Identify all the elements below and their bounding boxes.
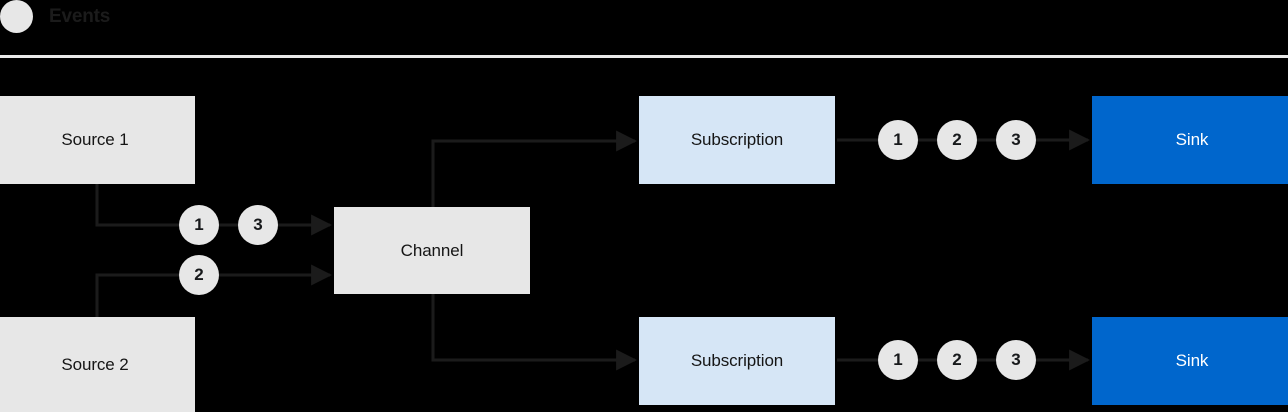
- node-source-1[interactable]: Source 1: [0, 96, 195, 184]
- legend: Events: [0, 0, 110, 33]
- event-chip: 1: [179, 205, 219, 245]
- node-sink-bottom[interactable]: Sink: [1092, 317, 1288, 405]
- header-divider: [0, 55, 1288, 58]
- event-dot-icon: [0, 0, 33, 33]
- event-chip: 2: [179, 255, 219, 295]
- node-sink-top[interactable]: Sink: [1092, 96, 1288, 184]
- node-source-2[interactable]: Source 2: [0, 317, 195, 412]
- event-chip: 1: [878, 340, 918, 380]
- event-chip: 2: [937, 340, 977, 380]
- event-chip: 3: [238, 205, 278, 245]
- edge-channel-to-subscription-top: [431, 130, 638, 207]
- event-chip: 3: [996, 120, 1036, 160]
- event-chip: 2: [937, 120, 977, 160]
- node-subscription-top[interactable]: Subscription: [639, 96, 835, 184]
- legend-label: Events: [49, 5, 111, 27]
- event-chip: 1: [878, 120, 918, 160]
- edge-channel-to-subscription-bottom: [431, 294, 638, 371]
- node-subscription-bottom[interactable]: Subscription: [639, 317, 835, 405]
- node-channel[interactable]: Channel: [334, 207, 530, 294]
- event-chip: 3: [996, 340, 1036, 380]
